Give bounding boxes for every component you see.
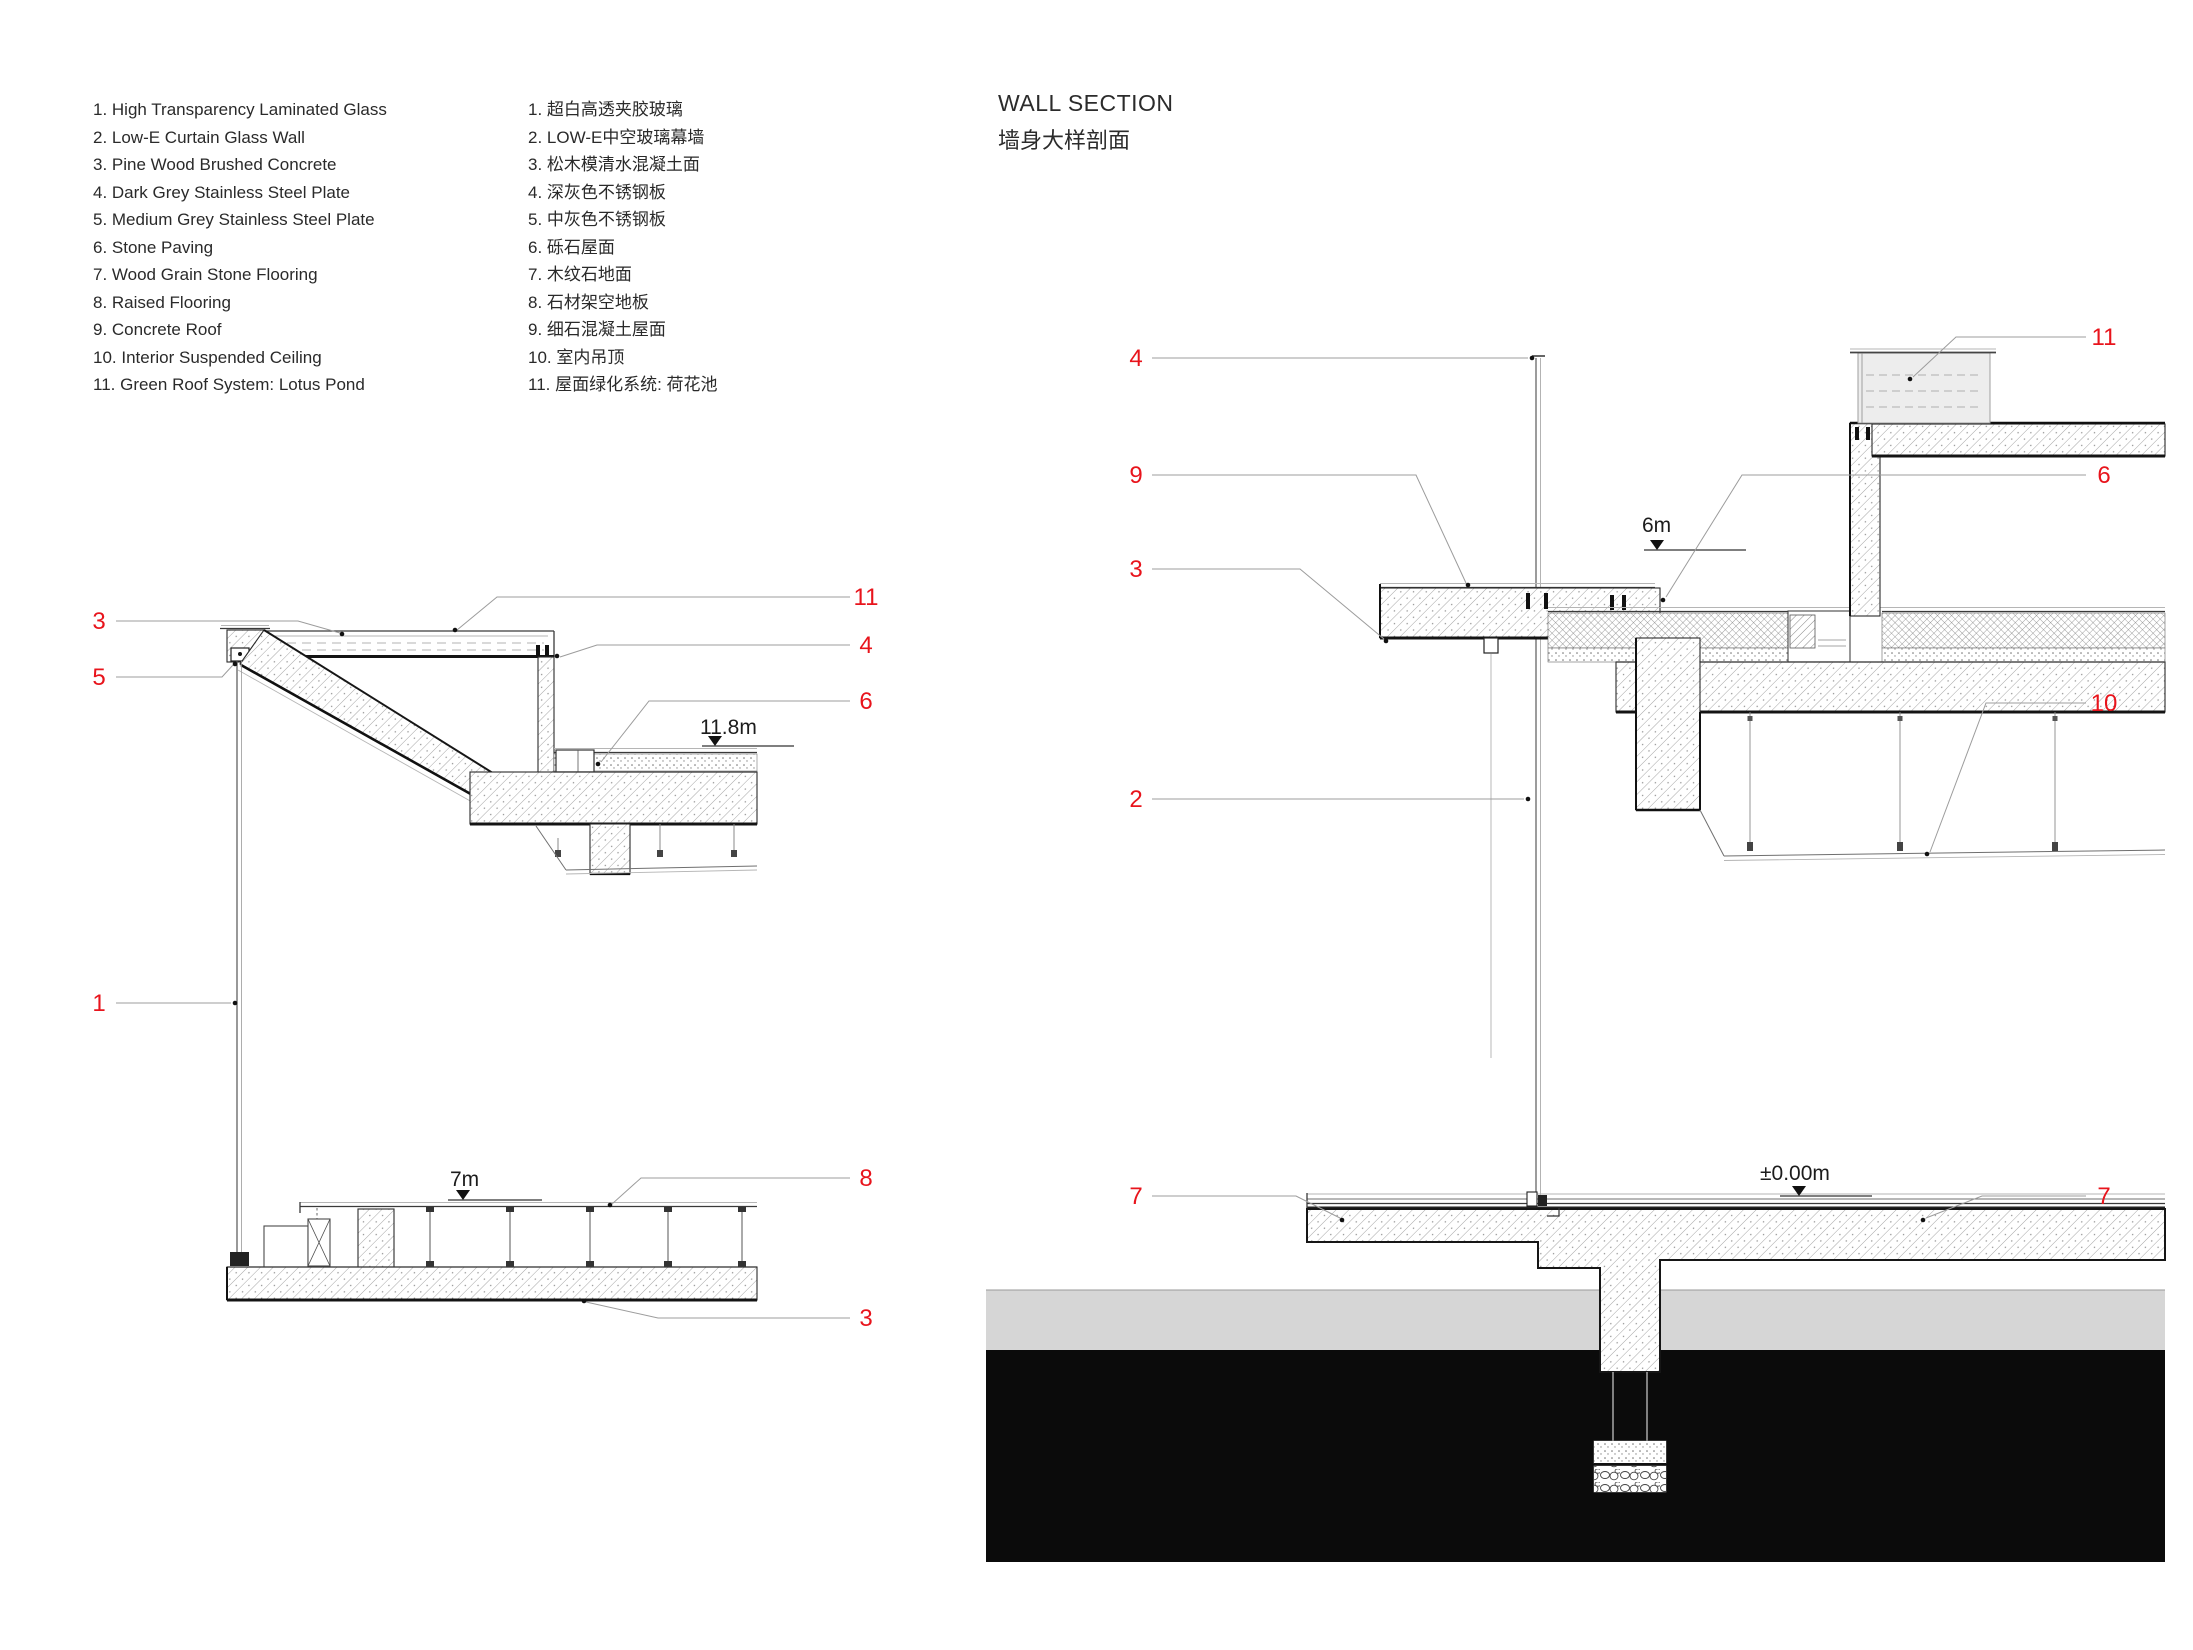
level-roof: 6m	[1642, 514, 1671, 537]
right-drawing-leaders	[1152, 336, 2086, 1223]
left-drawing-leaders	[116, 596, 850, 1319]
level-marker-lower-floor: 7m	[448, 1168, 542, 1201]
level-upper-floor: 11.8m	[700, 716, 757, 739]
level-lower-floor: 7m	[450, 1168, 479, 1191]
legend-item: 2. Low-E Curtain Glass Wall	[93, 127, 305, 147]
legend-english: 1. High Transparency Laminated Glass 2. L…	[93, 96, 387, 399]
legend-item: 8. Raised Flooring	[93, 292, 231, 312]
downstand-beam	[589, 823, 631, 875]
callout-3-bottom: 3	[859, 1305, 872, 1332]
legend-item: 4. 深灰色不锈钢板	[528, 182, 666, 202]
suspended-ceiling	[1699, 712, 2166, 861]
roof-terrace-slab	[469, 771, 758, 825]
floor-pier	[357, 1208, 395, 1269]
legend-item: 6. Stone Paving	[93, 237, 214, 257]
legend-item: 7. Wood Grain Stone Flooring	[93, 265, 318, 284]
floor-slab-and-pier	[1306, 1208, 2166, 1373]
level-ground: ±0.00m	[1760, 1162, 1830, 1185]
level-marker-ground: ±0.00m	[1760, 1162, 1872, 1197]
title-block: WALL SECTION 墙身大样剖面	[998, 90, 1174, 155]
callout-6-left-drawing: 6	[859, 688, 872, 715]
paving-upstand	[555, 749, 595, 773]
legend-item: 10. 室内吊顶	[528, 347, 625, 367]
callout-8: 8	[859, 1165, 872, 1192]
legend-item: 4. Dark Grey Stainless Steel Plate	[93, 182, 351, 202]
callout-7-right-side: 7	[2097, 1183, 2110, 1210]
level-marker-roof: 6m	[1642, 514, 1746, 551]
legend-item: 6. 砾石屋面	[528, 237, 615, 257]
legend-item: 7. 木纹石地面	[528, 265, 632, 284]
foundation-pad	[1593, 1440, 1667, 1493]
callout-11-right-drawing: 11	[2092, 324, 2117, 351]
callout-4-left-drawing: 4	[859, 632, 872, 659]
callout-2: 2	[1129, 786, 1142, 813]
level-marker-upper-floor: 11.8m	[700, 716, 794, 747]
right-wall-section-drawing: 6m ±0.00m 4 9	[986, 324, 2166, 1562]
legend-item: 2. LOW-E中空玻璃幕墙	[528, 127, 705, 147]
soil-layer-black	[986, 1350, 2165, 1562]
callout-10: 10	[2091, 690, 2118, 717]
callout-3-top: 3	[92, 608, 105, 635]
callout-9: 9	[1129, 462, 1142, 489]
legend-item: 9. Concrete Roof	[93, 320, 222, 339]
ground-floor-slab	[226, 1266, 758, 1301]
legend-item: 11. Green Roof System: Lotus Pond	[93, 375, 365, 394]
legend-item: 5. 中灰色不锈钢板	[528, 210, 666, 229]
gravel-roof-right	[1881, 612, 2166, 649]
legend-item: 11. 屋面绿化系统: 荷花池	[528, 375, 718, 394]
floor-trench-box	[263, 1225, 309, 1269]
legend-item: 9. 细石混凝土屋面	[528, 320, 666, 339]
canopy-fitting	[1483, 637, 1499, 654]
raised-floor-pedestals	[426, 1207, 746, 1267]
callout-7-left-side: 7	[1129, 1183, 1142, 1210]
callout-11-left-drawing: 11	[854, 584, 879, 611]
legend-item: 1. High Transparency Laminated Glass	[93, 100, 387, 119]
mullion-base-fitting	[1526, 1191, 1538, 1207]
pond-slab	[1871, 423, 2166, 457]
legend-item: 3. Pine Wood Brushed Concrete	[93, 155, 337, 174]
stone-paving-layer	[553, 753, 758, 772]
legend-item: 10. Interior Suspended Ceiling	[93, 347, 322, 367]
legend-chinese: 1. 超白高透夹胶玻璃 2. LOW-E中空玻璃幕墙 3. 松木模清水混凝土面 4. …	[528, 96, 718, 399]
legend-item: 1. 超白高透夹胶玻璃	[528, 100, 683, 119]
glass-base-fitting	[230, 1252, 249, 1266]
callout-1: 1	[92, 990, 105, 1017]
drawing-subtitle: 墙身大样剖面	[998, 128, 1131, 153]
soil-layer-grey	[986, 1290, 2165, 1350]
callout-4-right-drawing: 4	[1129, 345, 1142, 372]
roof-beam	[1635, 637, 1701, 811]
callout-6-right-drawing: 6	[2097, 462, 2110, 489]
left-wall-section-drawing: 11.8m 7m 3 5 1	[92, 584, 878, 1332]
callout-3-right-drawing: 3	[1129, 556, 1142, 583]
lotus-pond	[1857, 352, 1991, 424]
callout-5: 5	[92, 664, 105, 691]
drawing-title: WALL SECTION	[998, 90, 1174, 116]
legend-item: 5. Medium Grey Stainless Steel Plate	[93, 210, 375, 229]
legend-item: 3. 松木模清水混凝土面	[528, 155, 700, 174]
legend-item: 8. 石材架空地板	[528, 292, 649, 312]
